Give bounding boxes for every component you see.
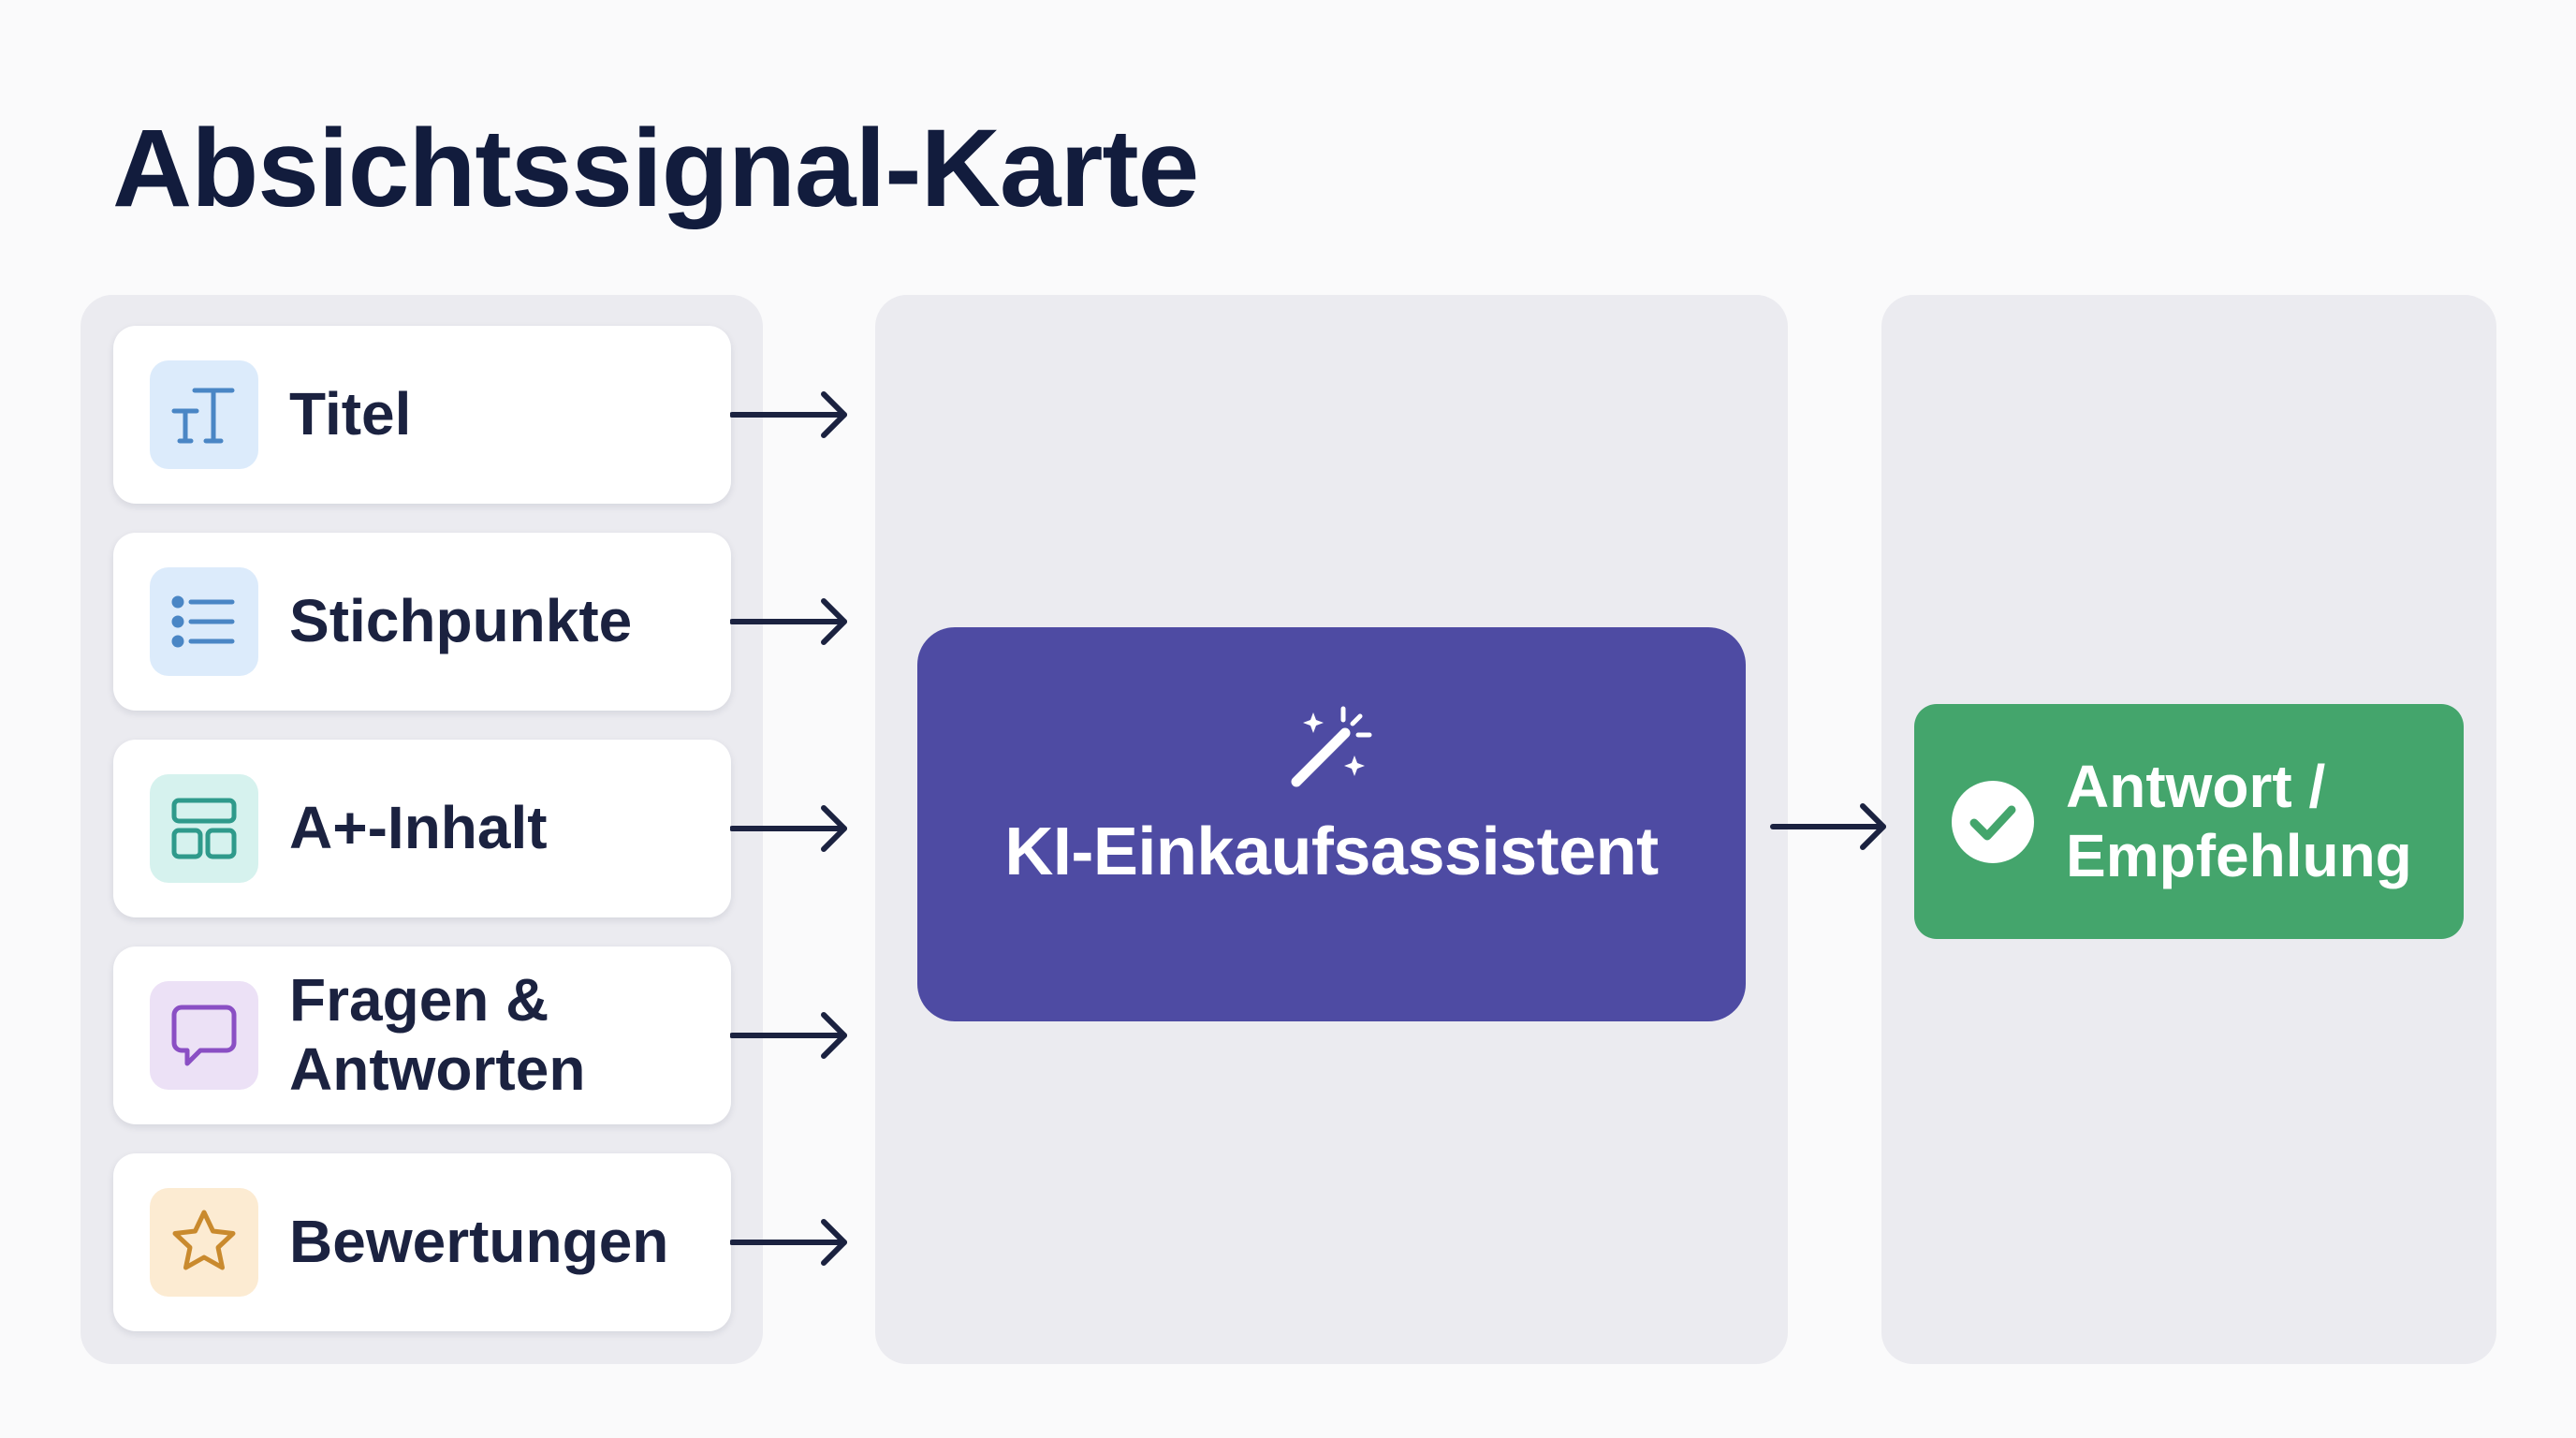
layout-grid-icon <box>150 774 258 883</box>
text-size-icon <box>150 360 258 469</box>
arrow-right-icon <box>730 1219 847 1266</box>
result-box: Antwort / Empfehlung <box>1914 704 2464 939</box>
magic-wand-icon <box>1291 706 1371 786</box>
input-card-titel: Titel <box>113 326 731 504</box>
input-label: Fragen & Antworten <box>289 966 586 1103</box>
arrow-right-icon <box>730 391 847 438</box>
input-card-fragen-antworten: Fragen & Antworten <box>113 946 731 1124</box>
input-card-bewertungen: Bewertungen <box>113 1153 731 1331</box>
arrow-right-icon <box>730 805 847 852</box>
arrow-right-icon <box>730 1012 847 1059</box>
input-card-stichpunkte: Stichpunkte <box>113 533 731 711</box>
input-card-a-plus-inhalt: A+-Inhalt <box>113 740 731 917</box>
star-icon <box>150 1188 258 1297</box>
check-circle-icon <box>1952 780 2034 863</box>
assistant-box: KI-Einkaufsassistent <box>917 627 1746 1021</box>
speech-bubble-icon <box>150 981 258 1090</box>
assistant-label: KI-Einkaufsassistent <box>1004 814 1659 889</box>
input-label: Bewertungen <box>289 1208 669 1276</box>
result-label-line2: Empfehlung <box>2066 821 2412 889</box>
bullet-list-icon <box>150 567 258 676</box>
input-label: A+-Inhalt <box>289 794 548 862</box>
page-title: Absichtssignal-Karte <box>112 107 1199 230</box>
input-label: Titel <box>289 380 412 448</box>
result-label: Antwort / Empfehlung <box>2066 753 2412 890</box>
input-label: Stichpunkte <box>289 587 633 655</box>
arrow-right-icon <box>730 598 847 645</box>
arrow-right-icon <box>1770 803 1886 850</box>
result-label-line1: Antwort / <box>2066 752 2326 820</box>
